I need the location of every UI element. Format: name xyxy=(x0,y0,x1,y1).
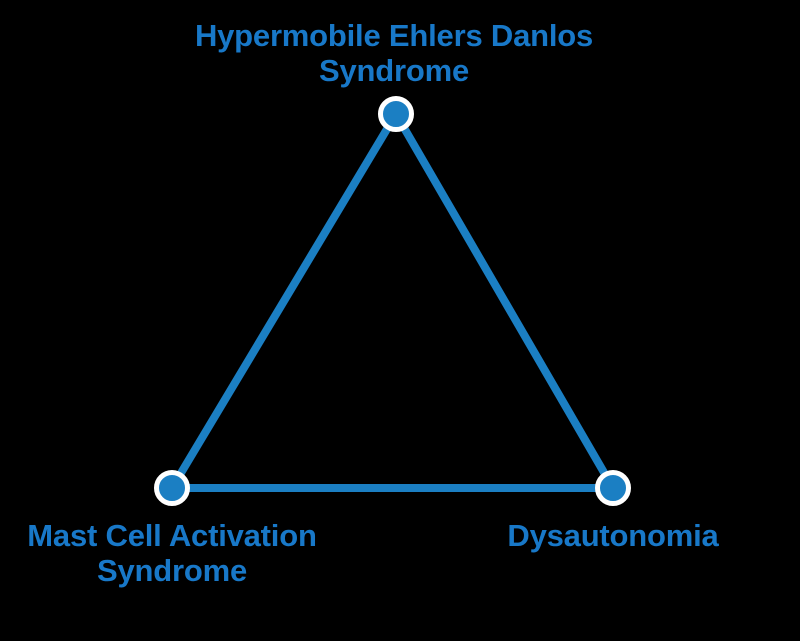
edge-heds-mcas xyxy=(168,110,400,492)
node-mcas[interactable] xyxy=(154,470,190,506)
node-heds[interactable] xyxy=(378,96,414,132)
node-label-dysautonomia: Dysautonomia xyxy=(507,518,719,553)
node-label-mcas: Mast Cell Activation Syndrome xyxy=(27,518,317,588)
node-dysautonomia[interactable] xyxy=(595,470,631,506)
edge-group xyxy=(168,110,617,492)
edge-heds-dysautonomia xyxy=(392,110,617,492)
node-group xyxy=(154,96,631,506)
node-label-heds: Hypermobile Ehlers Danlos Syndrome xyxy=(194,18,594,88)
